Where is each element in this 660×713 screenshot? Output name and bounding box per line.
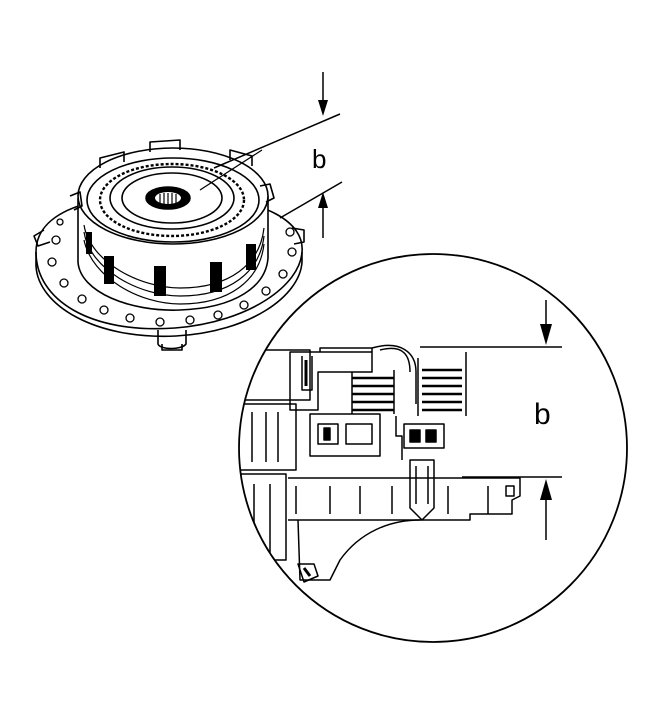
- detail-view: [238, 253, 628, 643]
- detail-plate-stack-left: [351, 370, 395, 414]
- upper-dimension: [213, 72, 343, 238]
- detail-plate-stack-right: [417, 352, 467, 416]
- leader-line: [199, 149, 263, 191]
- shaft-stub: [157, 330, 187, 351]
- dimension-label-b-detail: b: [534, 398, 551, 431]
- detail-hub: [288, 459, 521, 521]
- detail-casting: [297, 519, 421, 583]
- clutch-assembly-view: [33, 139, 305, 351]
- inner-hub: [98, 162, 246, 238]
- detail-piston: [289, 344, 417, 411]
- dimension-label-b-top: b: [312, 144, 326, 174]
- detail-dimension: [420, 300, 562, 540]
- detail-carrier: [309, 413, 445, 460]
